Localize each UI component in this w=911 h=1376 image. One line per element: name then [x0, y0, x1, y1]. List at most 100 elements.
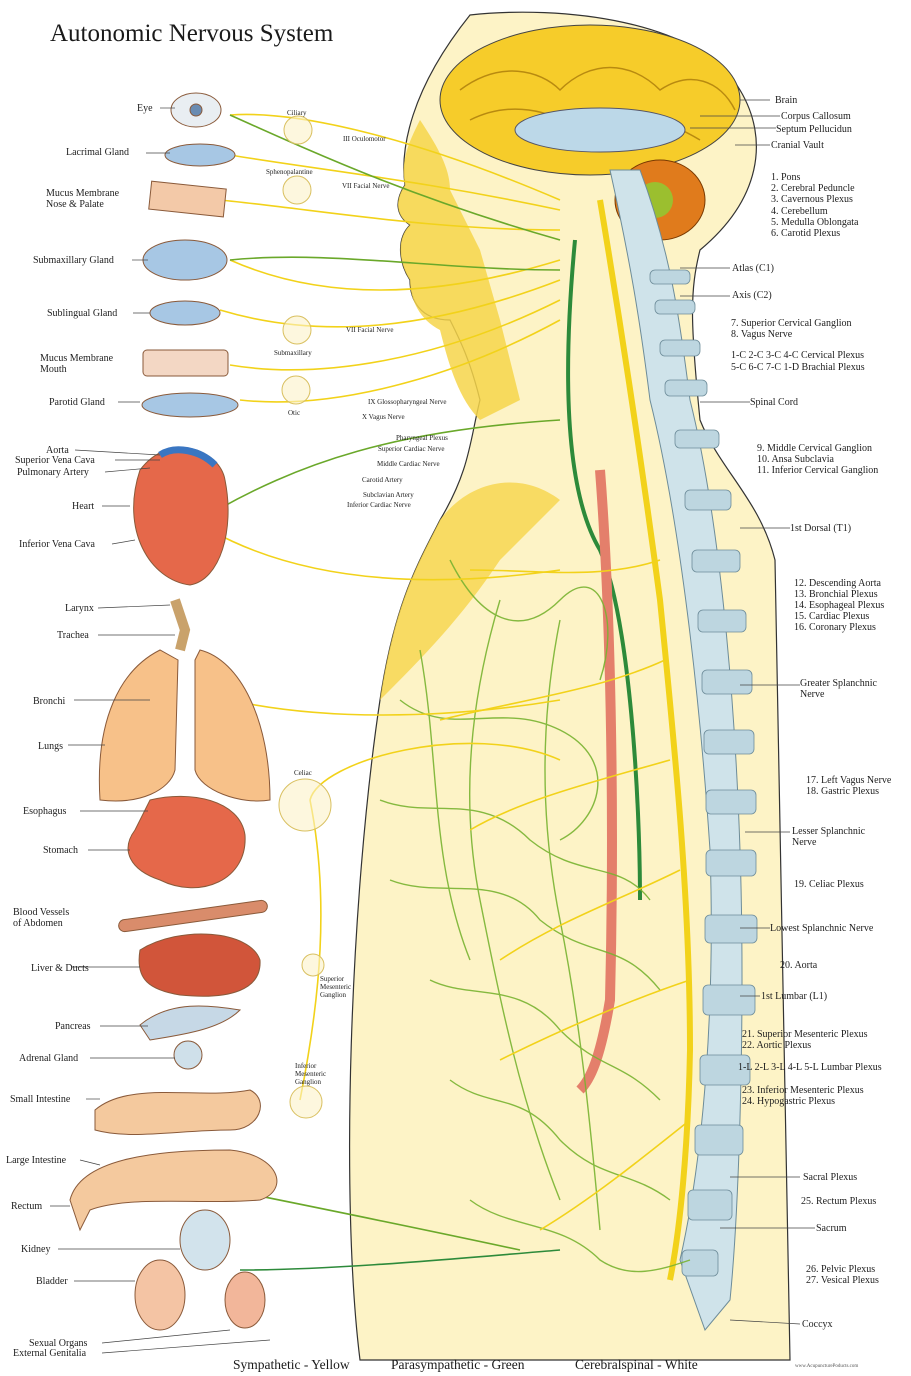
label-mucus-mouth-2: Mouth: [40, 364, 67, 375]
page-title: Autonomic Nervous System: [50, 20, 333, 48]
label-mucus-nose-2: Nose & Palate: [46, 199, 104, 210]
legend-sympathetic: Sympathetic - Yellow: [233, 1357, 350, 1373]
legend-cerebrospinal: Cerebralspinal - White: [575, 1357, 698, 1373]
label-otic-ganglion: Otic: [288, 409, 300, 417]
ganglion-circles: [279, 116, 331, 1118]
nose-membrane-shape: [149, 181, 227, 217]
left-lung: [99, 650, 178, 801]
label-facial-nerve-upper: VII Facial Nerve: [342, 182, 389, 190]
label-cranial-vault: Cranial Vault: [771, 140, 824, 151]
brain: [440, 25, 740, 175]
label-cavernous-plexus: 3. Cavernous Plexus: [771, 194, 853, 205]
label-inferior-mesenteric-3: Ganglion: [295, 1078, 321, 1086]
lacrimal-shape: [165, 144, 235, 166]
submaxillary-shape: [143, 240, 227, 280]
label-descending-aorta: 12. Descending Aorta: [794, 578, 881, 589]
label-lesser-splanchnic-1: Lesser Splanchnic: [792, 826, 865, 837]
label-lesser-splanchnic-2: Nerve: [792, 837, 816, 848]
label-facial-nerve-lower: VII Facial Nerve: [346, 326, 393, 334]
label-cervical-plexus: 1-C 2-C 3-C 4-C Cervical Plexus: [731, 350, 864, 361]
label-pons: 1. Pons: [771, 172, 800, 183]
label-sacral-plexus: Sacral Plexus: [803, 1172, 857, 1183]
label-bronchi: Bronchi: [33, 696, 65, 707]
label-lungs: Lungs: [38, 741, 63, 752]
label-pharyngeal-plexus: Pharyngeal Plexus: [396, 434, 448, 442]
label-carotid-plexus: 6. Carotid Plexus: [771, 228, 840, 239]
label-middle-cervical-ganglion: 9. Middle Cervical Ganglion: [757, 443, 872, 454]
label-sublingual-gland: Sublingual Gland: [47, 308, 117, 319]
label-kidney: Kidney: [21, 1244, 50, 1255]
label-inferior-cervical-ganglion: 11. Inferior Cervical Ganglion: [757, 465, 878, 476]
label-rectum-plexus: 25. Rectum Plexus: [801, 1196, 876, 1207]
label-vesical-plexus: 27. Vesical Plexus: [806, 1275, 879, 1286]
label-1st-lumbar-l1: 1st Lumbar (L1): [761, 991, 827, 1002]
label-corpus-callosum: Corpus Callosum: [781, 111, 851, 122]
label-sphenopalantine-ganglion: Sphenopalantine: [266, 168, 313, 176]
parotid-shape: [142, 393, 238, 417]
label-superior-cardiac-nerve: Superior Cardiac Nerve: [378, 445, 444, 453]
label-pulmonary-artery: Pulmonary Artery: [17, 467, 89, 478]
stomach-shape: [128, 796, 245, 887]
left-organs: [70, 93, 277, 1330]
label-superior-mesenteric-3: Ganglion: [320, 991, 346, 999]
label-blood-vessels-2: of Abdomen: [13, 918, 63, 929]
label-parotid-gland: Parotid Gland: [49, 397, 105, 408]
right-lung: [195, 650, 270, 801]
label-heart: Heart: [72, 501, 94, 512]
label-axis-c2: Axis (C2): [732, 290, 772, 301]
legend-parasympathetic: Parasympathetic - Green: [391, 1357, 524, 1373]
label-vagus-nerve: X Vagus Nerve: [362, 413, 405, 421]
label-coccyx: Coccyx: [802, 1319, 833, 1330]
label-septum-pellucidun: Septum Pellucidun: [776, 124, 852, 135]
label-lowest-splanchnic-nerve: Lowest Splanchnic Nerve: [770, 923, 873, 934]
small-intestine-shape: [95, 1090, 260, 1134]
label-coronary-plexus: 16. Coronary Plexus: [794, 622, 876, 633]
label-celiac-ganglion: Celiac: [294, 769, 312, 777]
large-intestine-shape: [70, 1150, 277, 1230]
label-sacrum: Sacrum: [816, 1223, 847, 1234]
bladder-shape: [135, 1260, 185, 1330]
label-1st-dorsal-t1: 1st Dorsal (T1): [790, 523, 851, 534]
label-liver-ducts: Liver & Ducts: [31, 963, 89, 974]
label-submaxillary-gland: Submaxillary Gland: [33, 255, 114, 266]
label-superior-mesenteric-1: Superior: [320, 975, 344, 983]
label-small-intestine: Small Intestine: [10, 1094, 70, 1105]
label-ciliary-ganglion: Ciliary: [287, 109, 306, 117]
label-vagus-nerve-right: 8. Vagus Nerve: [731, 329, 792, 340]
label-cerebral-peduncle: 2. Cerebral Peduncle: [771, 183, 855, 194]
label-adrenal-gland: Adrenal Gland: [19, 1053, 78, 1064]
label-lacrimal-gland: Lacrimal Gland: [66, 147, 129, 158]
blood-vessel-shape: [118, 900, 268, 933]
label-pancreas: Pancreas: [55, 1021, 91, 1032]
label-spinal-cord: Spinal Cord: [750, 397, 798, 408]
kidney-shape: [180, 1210, 230, 1270]
label-lumbar-plexus: 1-L 2-L 3-L 4-L 5-L Lumbar Plexus: [738, 1062, 882, 1073]
label-mucus-nose-1: Mucus Membrane: [46, 188, 119, 199]
label-stomach: Stomach: [43, 845, 78, 856]
sublingual-shape: [150, 301, 220, 325]
label-brain: Brain: [775, 95, 797, 106]
label-bladder: Bladder: [36, 1276, 68, 1287]
label-oculomotor: III Oculomotor: [343, 135, 386, 143]
label-larynx: Larynx: [65, 603, 94, 614]
label-esophagus: Esophagus: [23, 806, 66, 817]
pancreas-shape: [140, 1006, 240, 1040]
label-greater-splanchnic-2: Nerve: [800, 689, 824, 700]
label-inferior-cardiac-nerve: Inferior Cardiac Nerve: [347, 501, 411, 509]
label-aorta-20: 20. Aorta: [780, 960, 817, 971]
label-glossopharyngeal: IX Glossopharyngeal Nerve: [368, 398, 447, 406]
label-greater-splanchnic-1: Greater Splanchnic: [800, 678, 877, 689]
label-superior-mesenteric-plexus: 21. Superior Mesenteric Plexus: [742, 1029, 868, 1040]
label-bronchial-plexus: 13. Bronchial Plexus: [794, 589, 878, 600]
label-atlas-c1: Atlas (C1): [732, 263, 774, 274]
label-subclavian-artery: Subclavian Artery: [363, 491, 414, 499]
sexual-organ-shape: [225, 1272, 265, 1328]
label-gastric-plexus: 18. Gastric Plexus: [806, 786, 879, 797]
label-brachial-plexus: 5-C 6-C 7-C 1-D Brachial Plexus: [731, 362, 865, 373]
label-aortic-plexus: 22. Aortic Plexus: [742, 1040, 811, 1051]
label-middle-cardiac-nerve: Middle Cardiac Nerve: [377, 460, 440, 468]
label-ansa-subclavia: 10. Ansa Subclavia: [757, 454, 834, 465]
label-rectum: Rectum: [11, 1201, 42, 1212]
label-trachea: Trachea: [57, 630, 89, 641]
label-celiac-plexus: 19. Celiac Plexus: [794, 879, 864, 890]
